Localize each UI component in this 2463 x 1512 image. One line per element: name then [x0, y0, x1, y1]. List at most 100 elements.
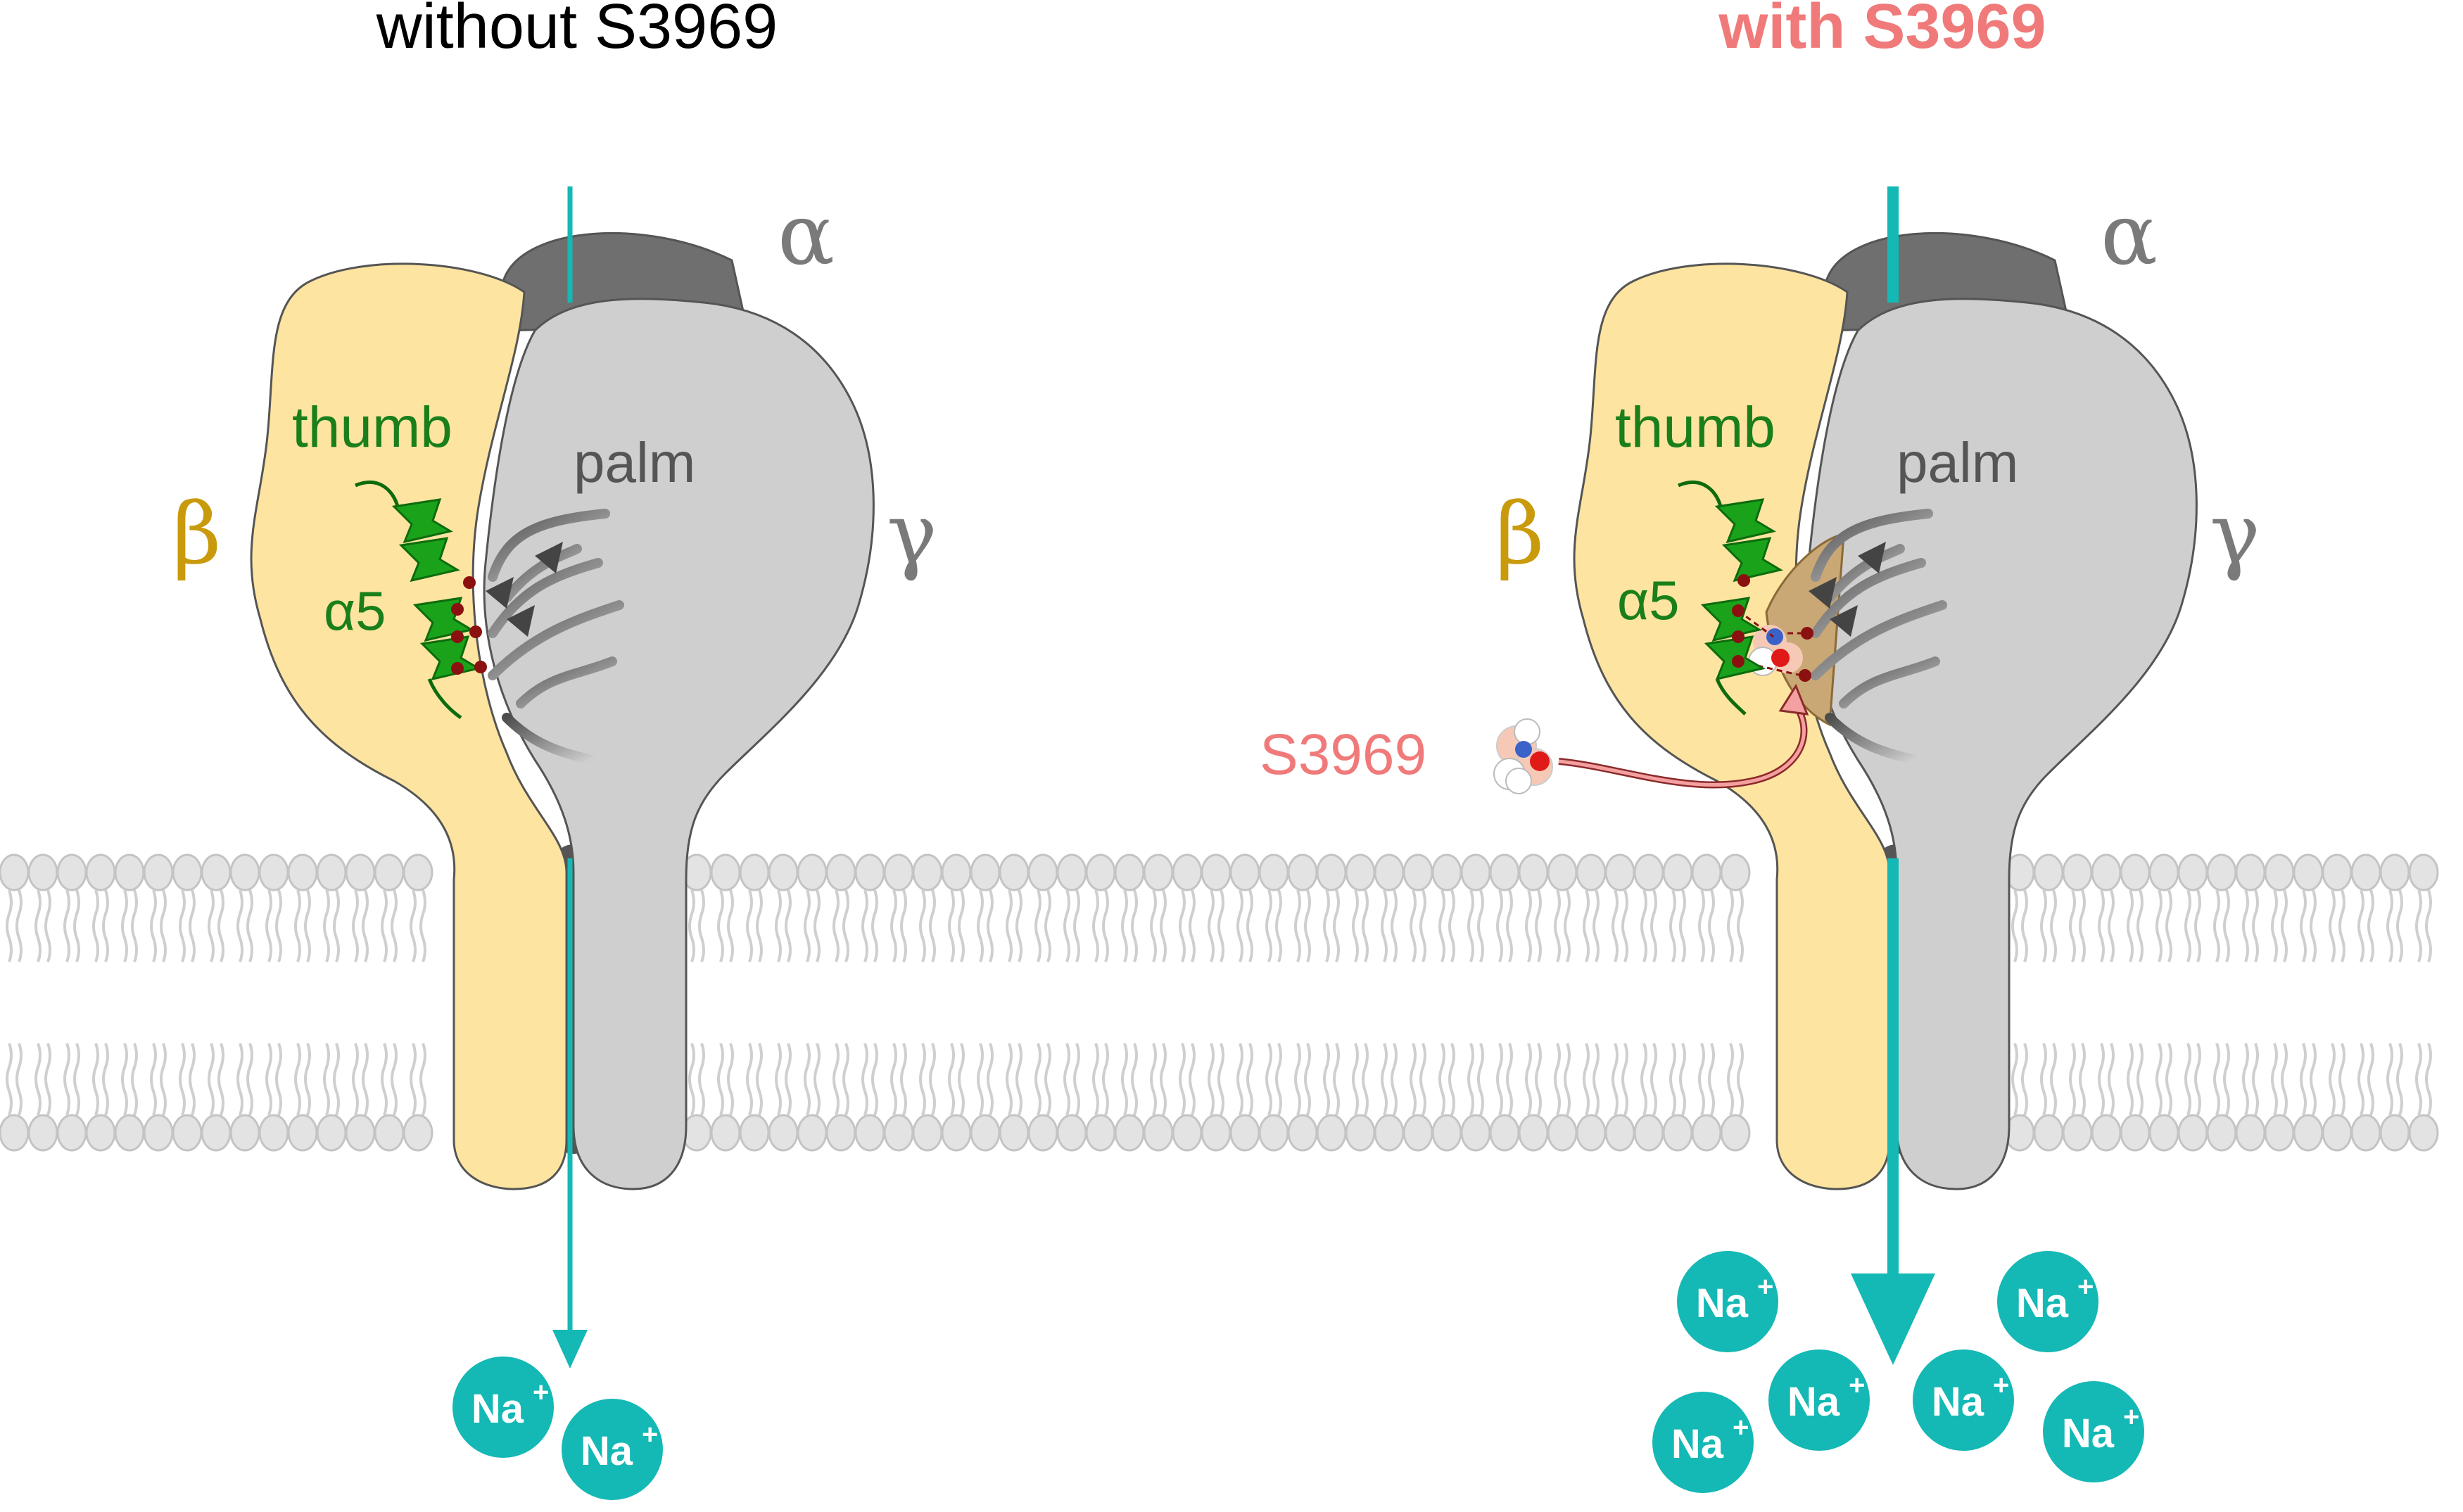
lipid-bottom [1172, 1042, 1203, 1152]
right-palm-label: palm [1897, 431, 2018, 494]
lipid-bottom [1547, 1042, 1578, 1152]
lipid-bottom [2033, 1042, 2064, 1152]
lipid-top [201, 853, 232, 963]
right-beta-strands [1811, 509, 1947, 765]
right-panel: with S3969 [1260, 0, 2260, 1493]
lipid-top [2206, 853, 2237, 963]
sodium-ion-label: Na [1671, 1421, 1724, 1467]
lipid-bottom [1201, 1042, 1232, 1152]
lipid-top [229, 853, 260, 963]
lipid-bottom [883, 1042, 914, 1152]
sodium-ion: Na+ [452, 1357, 554, 1458]
lipid-bottom [1431, 1042, 1462, 1152]
left-alpha5-label: α5 [324, 580, 386, 642]
lipid-top [1633, 853, 1664, 963]
lipid-bottom [229, 1042, 260, 1152]
lipid-bottom [1489, 1042, 1520, 1152]
lipid-top [2177, 853, 2208, 963]
right-thumb-tail-lower [1715, 678, 1747, 716]
left-beta-strands [488, 509, 624, 765]
lipid-bottom [970, 1042, 1001, 1152]
lipid-bottom [912, 1042, 943, 1152]
lipid-top [316, 853, 347, 963]
lipid-bottom [2206, 1042, 2237, 1152]
lipid-top [912, 853, 943, 963]
lipid-top [1229, 853, 1260, 963]
sodium-ion-label: Na [581, 1428, 633, 1474]
lipid-top [1258, 853, 1289, 963]
lipid-bottom [1403, 1042, 1433, 1152]
lipid-bottom [143, 1042, 174, 1152]
s3969-binding-arrowhead [1778, 683, 1809, 716]
left-alpha5-helix [391, 498, 481, 681]
lipid-bottom [201, 1042, 232, 1152]
sodium-ion-label: Na [2062, 1411, 2115, 1456]
sodium-ion-charge: + [1993, 1370, 2009, 1401]
sodium-ion-label: Na [1696, 1281, 1749, 1326]
right-alpha5-label: α5 [1617, 569, 1679, 631]
lipid-top [2264, 853, 2295, 963]
lipid-top [1287, 853, 1318, 963]
sodium-ion-charge: + [1757, 1271, 1773, 1302]
lipid-top [970, 853, 1001, 963]
sodium-ion-circle [452, 1357, 554, 1458]
lipid-top [1547, 853, 1578, 963]
lipid-top [2379, 853, 2410, 963]
left-strand-arrows [486, 542, 563, 637]
lipid-bottom [2120, 1042, 2151, 1152]
left-channel-arrowhead [552, 1330, 588, 1368]
left-thumb-tail-lower [427, 678, 462, 720]
lipid-top [1316, 853, 1347, 963]
sodium-ion: Na + [1652, 1392, 1754, 1493]
lipid-bottom [1258, 1042, 1289, 1152]
sodium-ion-charge: + [1733, 1412, 1749, 1443]
lipid-top [1576, 853, 1607, 963]
lipid-top [1345, 853, 1376, 963]
left-thumb-label: thumb [292, 395, 452, 459]
lipid-top [2350, 853, 2381, 963]
sodium-ion-circle [1997, 1251, 2098, 1352]
s3969-binding-arrow-inner [1558, 702, 1806, 787]
lipid-top [345, 853, 376, 963]
sodium-ion-circle [1677, 1251, 1778, 1352]
lipid-top [1604, 853, 1635, 963]
lipid-bottom [1691, 1042, 1722, 1152]
lipid-top [287, 853, 318, 963]
lipid-bottom [1287, 1042, 1318, 1152]
sodium-ion: Na+ [2043, 1381, 2144, 1482]
lipid-top [739, 853, 770, 963]
lipid-top [1056, 853, 1087, 963]
lipid-bottom [56, 1042, 87, 1152]
lipid-bottom [1374, 1042, 1405, 1152]
lipid-bottom [825, 1042, 856, 1152]
right-panel-title: with S3969 [1718, 0, 2046, 62]
sodium-ion: Na+ [1997, 1251, 2098, 1352]
lipid-bottom [1143, 1042, 1174, 1152]
sodium-ion-circle [2043, 1381, 2144, 1482]
lipid-top [2408, 853, 2439, 963]
left-panel-title: without S3969 [376, 0, 778, 62]
lipid-top [1691, 853, 1722, 963]
lipid-top [85, 853, 116, 963]
lipid-bottom [0, 1042, 30, 1152]
right-strand-arrows [1809, 542, 1886, 637]
lipid-bottom [287, 1042, 318, 1152]
lipid-bottom [2322, 1042, 2353, 1152]
lipid-top [1720, 853, 1751, 963]
lipid-bottom [941, 1042, 972, 1152]
lipid-bottom [739, 1042, 770, 1152]
lipid-top [2322, 853, 2353, 963]
lipid-bottom [1114, 1042, 1145, 1152]
lipid-top [1662, 853, 1693, 963]
right-alpha5-helix [1700, 498, 1783, 681]
sodium-ion-charge: + [2077, 1271, 2094, 1302]
lipid-top [854, 853, 885, 963]
lipid-top [1431, 853, 1462, 963]
lipid-top [1114, 853, 1145, 963]
lipid-bottom [999, 1042, 1030, 1152]
lipid-top [1143, 853, 1174, 963]
lipid-bottom [797, 1042, 828, 1152]
lipid-bottom [2177, 1042, 2208, 1152]
lipid-bottom [768, 1042, 799, 1152]
